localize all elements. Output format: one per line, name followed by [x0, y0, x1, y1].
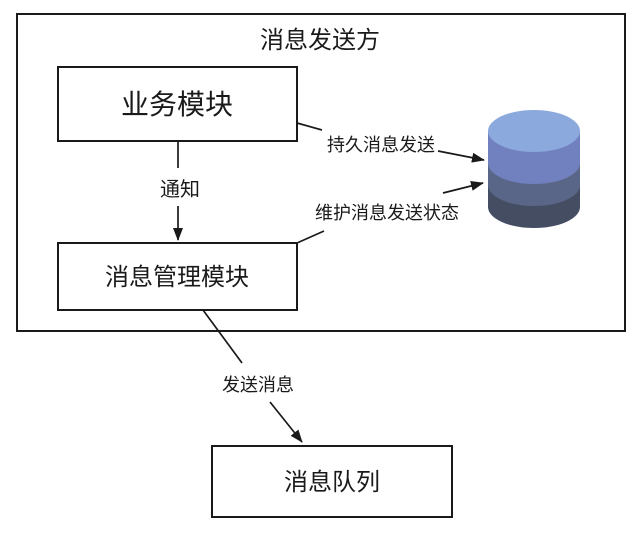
- database-icon: [488, 110, 580, 228]
- send-edge-label: 发送消息: [222, 375, 294, 395]
- message-manager-label: 消息管理模块: [105, 264, 249, 291]
- message-queue-label: 消息队列: [284, 469, 380, 496]
- database-top-ellipse: [488, 110, 580, 152]
- notify-edge-label: 通知: [160, 178, 200, 201]
- send-line-upper: [202, 309, 243, 364]
- persist-edge-label: 持久消息发送: [327, 135, 435, 155]
- sender-boundary-title: 消息发送方: [260, 27, 380, 54]
- persist-connector-line: [296, 122, 323, 131]
- maintain-arrow: [442, 181, 484, 194]
- message-queue-box: [211, 445, 453, 518]
- send-arrow: [269, 401, 303, 443]
- business-module-label: 业务模块: [121, 89, 233, 120]
- message-manager-box: [57, 242, 298, 311]
- sender-boundary-box: [16, 13, 626, 332]
- maintain-edge-label: 维护消息发送状态: [315, 203, 459, 223]
- persist-arrow: [437, 150, 485, 163]
- maintain-connector-line: [296, 230, 325, 244]
